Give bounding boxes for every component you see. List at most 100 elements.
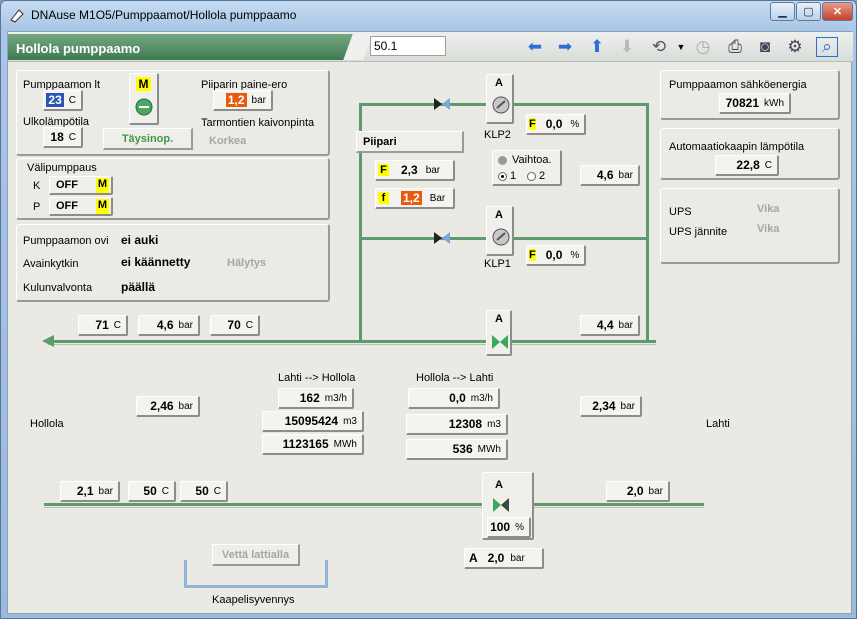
pump-mode-badge: M bbox=[136, 77, 151, 91]
lower-valve-mode: A bbox=[495, 479, 503, 491]
path-input[interactable] bbox=[370, 36, 446, 56]
switch-control[interactable]: Vaihtoa. 1 2 bbox=[492, 150, 562, 186]
lower-valve-control[interactable]: A 100% bbox=[482, 472, 534, 540]
cabinet-label: Automaatiokaapin lämpötila bbox=[669, 141, 805, 153]
station-temp-label: Pumppaamon lt bbox=[23, 79, 101, 91]
radio-2[interactable] bbox=[527, 172, 536, 181]
booster-row-k-label: K bbox=[33, 180, 41, 192]
switch-label: Vaihtoa. bbox=[512, 154, 552, 166]
booster-row-k-mode: M bbox=[96, 178, 109, 193]
klp1-control[interactable]: A bbox=[486, 206, 514, 256]
switch-indicator-icon bbox=[498, 156, 507, 165]
booster-row-p-label: P bbox=[33, 201, 41, 213]
key-label: Avainkytkin bbox=[23, 258, 79, 270]
valve-klp2-icon[interactable] bbox=[432, 96, 452, 112]
key-value: ei käännetty bbox=[121, 255, 191, 269]
ups-label: UPS bbox=[669, 206, 692, 218]
booster-panel: Välipumppaus K OFF M P OFF M bbox=[16, 158, 330, 220]
cable-pit-outline bbox=[184, 560, 328, 588]
dropdown-arrow-icon[interactable]: ▼ bbox=[676, 42, 686, 52]
flow-arrow-left-icon bbox=[42, 335, 54, 347]
minimize-button[interactable]: ▁ bbox=[770, 2, 795, 21]
clock-icon[interactable]: ◷ bbox=[695, 37, 711, 56]
booster-row-k-state: OFF bbox=[56, 179, 78, 191]
access-value: päällä bbox=[121, 280, 156, 294]
water-alarm-button[interactable]: Vettä lattialla bbox=[212, 544, 300, 566]
arrow-up-icon[interactable]: ⬆ bbox=[589, 37, 605, 56]
pressure-diff-label: Piiparin paine-ero bbox=[201, 79, 288, 91]
well-value: Korkea bbox=[209, 135, 247, 147]
lower-valve-position: 100% bbox=[487, 517, 531, 538]
upper-valve-control[interactable]: A bbox=[486, 310, 512, 356]
header-bar: Hollola pumppaamo ⬅ ➡ ⬆ ⬇ ⟲ ▼ ◷ ⎙ ◙ ⚙ ⌕ bbox=[8, 32, 853, 62]
klp2-control[interactable]: A bbox=[486, 74, 514, 124]
outflow-title: Hollola --> Lahti bbox=[416, 372, 494, 384]
status-button[interactable]: Täysinop. bbox=[103, 128, 193, 150]
alarm-label: Hälytys bbox=[227, 257, 267, 269]
ups-value: Vika bbox=[757, 203, 780, 215]
klp2-label: KLP2 bbox=[484, 129, 511, 141]
title-bar[interactable]: DNAuse M1O5/Pumppaamot/Hollola pumppaamo… bbox=[1, 1, 857, 31]
left-location-label: Hollola bbox=[30, 418, 64, 430]
radio-1[interactable] bbox=[498, 172, 507, 181]
close-button[interactable]: ✕ bbox=[822, 2, 853, 21]
upper-pipe bbox=[48, 340, 656, 343]
app-icon bbox=[10, 9, 24, 23]
piipari-title[interactable]: Piipari bbox=[356, 131, 464, 153]
door-label: Pumppaamon ovi bbox=[23, 235, 109, 247]
booster-row-k[interactable]: OFF M bbox=[49, 176, 113, 195]
cable-pit-label: Kaapelisyvennys bbox=[212, 594, 295, 606]
ups-voltage-value: Vika bbox=[757, 223, 780, 235]
vertical-pipe-left bbox=[359, 103, 362, 343]
camera-icon[interactable]: ◙ bbox=[759, 37, 771, 56]
upper-pipe-highlight bbox=[48, 344, 656, 345]
arrow-down-icon[interactable]: ⬇ bbox=[619, 37, 635, 56]
printer-icon[interactable]: ⎙ bbox=[728, 37, 742, 56]
access-label: Kulunvalvonta bbox=[23, 282, 93, 294]
upper-valve-icon bbox=[492, 335, 508, 349]
valve-klp1-icon[interactable] bbox=[432, 230, 452, 246]
pump-control[interactable]: M bbox=[129, 73, 159, 125]
ups-voltage-label: UPS jännite bbox=[669, 226, 728, 238]
radio-1-label: 1 bbox=[510, 170, 517, 182]
radio-2-label: 2 bbox=[539, 170, 546, 182]
upper-valve-mode: A bbox=[495, 313, 503, 325]
inflow-title: Lahti --> Hollola bbox=[278, 372, 356, 384]
history-icon[interactable]: ⟲ bbox=[651, 37, 667, 56]
lower-pipe-highlight bbox=[44, 507, 704, 508]
arrow-left-icon[interactable]: ⬅ bbox=[527, 37, 543, 56]
booster-row-p[interactable]: OFF M bbox=[49, 197, 113, 216]
arrow-right-icon[interactable]: ➡ bbox=[557, 37, 573, 56]
client-area: Hollola pumppaamo ⬅ ➡ ⬆ ⬇ ⟲ ▼ ◷ ⎙ ◙ ⚙ ⌕ bbox=[7, 31, 853, 614]
door-value: ei auki bbox=[121, 233, 159, 247]
klp2-pump-icon bbox=[492, 96, 510, 114]
zoom-icon[interactable]: ⌕ bbox=[816, 37, 838, 57]
maximize-button[interactable]: ▢ bbox=[796, 2, 821, 21]
klp1-mode: A bbox=[495, 209, 503, 221]
klp1-pump-icon bbox=[492, 228, 510, 246]
settings-icon[interactable]: ⚙ bbox=[787, 37, 803, 56]
outdoor-temp-label: Ulkolämpötila bbox=[23, 116, 90, 128]
ups-panel: UPS Vika UPS jännite Vika bbox=[660, 188, 840, 264]
